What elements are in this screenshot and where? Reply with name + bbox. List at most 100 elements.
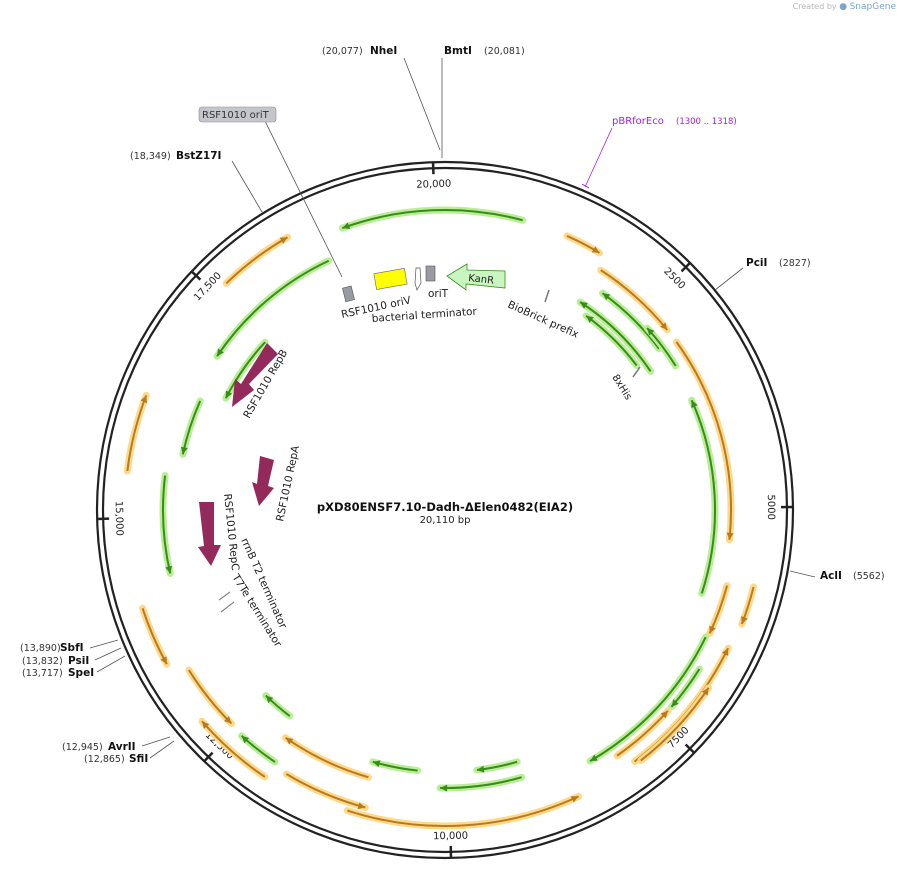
feature-arc[interactable] (162, 475, 172, 574)
repa-feature[interactable] (252, 456, 274, 506)
feature-arrowhead (165, 565, 173, 574)
feature-arc[interactable] (579, 301, 652, 372)
his8-label: 8xHis (609, 373, 633, 402)
tick-mark (190, 270, 202, 281)
feature-arrowhead (342, 222, 351, 229)
feature-arc[interactable] (347, 795, 579, 827)
rsf-oriv-feature[interactable] (373, 267, 408, 290)
repa-label: RSF1010 RepA (274, 444, 302, 523)
nhei-label[interactable]: NheI (370, 45, 397, 57)
spei-label[interactable]: SpeI (68, 667, 94, 679)
feature-arc-halo (282, 734, 372, 781)
sfii-label[interactable]: SfiI (129, 753, 148, 765)
nhei-position: (20,077) (322, 46, 363, 57)
tick-label: 20,000 (416, 179, 451, 191)
biobrick-prefix-label: BioBrick prefix (506, 299, 581, 341)
feature-arrowhead (671, 699, 679, 707)
repb-feature[interactable] (232, 343, 278, 407)
primer-range: (1300 .. 1318) (676, 117, 737, 127)
spei-position: (13,717) (22, 668, 63, 679)
feature-arrowhead (570, 796, 579, 803)
feature-arcs (123, 206, 758, 830)
feature-arc[interactable] (690, 399, 716, 594)
feature-arc[interactable] (640, 687, 710, 762)
feature-arrowhead (372, 760, 381, 768)
feature-arrowhead (660, 322, 668, 331)
t7te-terminator-feature[interactable] (220, 601, 235, 613)
backbone-outer-ring (95, 160, 795, 860)
credit-prefix: Created by (792, 2, 837, 11)
primer-label[interactable]: pBRforEco (612, 116, 664, 127)
leader-lines (89, 57, 816, 759)
feature-arc[interactable] (216, 259, 330, 357)
feature-arc-halo (222, 233, 291, 287)
pcii-label[interactable]: PciI (746, 257, 767, 269)
bacterial-terminator-feature[interactable] (425, 265, 436, 282)
rrnb-terminator-feature[interactable] (218, 591, 231, 601)
sbfi-position: (13,890) (20, 643, 61, 654)
feature-arc[interactable] (342, 209, 523, 230)
plasmid-name: pXD80ENSF7.10-Dadh-ΔElen0482(EIA2) (317, 500, 573, 514)
feature-arrowhead (285, 737, 294, 745)
psii-position: (13,832) (22, 656, 63, 667)
rsf-orit-feature[interactable] (342, 285, 355, 303)
feature-arrowhead (591, 246, 600, 253)
feature-arrowhead (160, 656, 167, 665)
feature-arrowhead (647, 327, 655, 336)
avrii-label[interactable]: AvrII (108, 741, 136, 753)
tick-mark (203, 751, 214, 763)
bstz17i-position: (18,349) (130, 151, 171, 162)
credit-brand: SnapGene (849, 2, 896, 12)
feature-arrowhead (279, 237, 288, 244)
feature-arrowhead (225, 390, 233, 399)
bstz17i-label[interactable]: BstZ17I (176, 150, 221, 162)
kanr-feature[interactable] (446, 263, 506, 291)
feature-arrowhead (357, 802, 366, 810)
sbfi-label[interactable]: SbfI (60, 642, 84, 654)
feature-arc-halo (586, 633, 710, 765)
orit-label: oriT (428, 288, 449, 300)
feature-arc[interactable] (675, 341, 732, 540)
feature-arrowhead (586, 315, 594, 323)
feature-arrowhead (721, 648, 729, 656)
repc-label: RSF1010 RepC (221, 493, 241, 571)
feature-arc-halo (123, 391, 150, 475)
feature-arrowhead (180, 446, 188, 455)
repc-feature[interactable] (198, 502, 221, 566)
snapgene-logo-icon: ● (839, 2, 848, 12)
rsf-orit-label-box[interactable] (198, 106, 277, 123)
bmti-position: (20,081) (484, 46, 525, 57)
bmti-label[interactable]: BmtI (444, 45, 472, 57)
his8-feature[interactable] (632, 366, 641, 378)
tick-mark (684, 743, 696, 754)
avrii-position: (12,945) (62, 742, 103, 753)
snapgene-credit: Created by ● SnapGene (793, 2, 896, 12)
feature-arrowhead (726, 532, 734, 540)
feature-arrowhead (440, 784, 448, 792)
tick-label: 15,000 (113, 501, 125, 536)
acli-position: (5562) (853, 571, 885, 582)
biobrick-prefix-feature[interactable] (544, 289, 550, 303)
feature-arrowhead (201, 721, 210, 729)
feature-arrowhead (602, 293, 611, 301)
kanr-label: KanR (468, 273, 495, 287)
feature-arrowhead (709, 625, 716, 634)
feature-arrowhead (241, 735, 250, 744)
feature-arrowhead (140, 395, 148, 404)
psii-label[interactable]: PsiI (68, 655, 89, 667)
feature-arrowhead (476, 765, 485, 773)
rsf-orit-label: RSF1010 oriT (202, 110, 270, 121)
feature-arrowhead (590, 754, 598, 762)
feature-arc[interactable] (589, 636, 707, 763)
plasmid-size: 20,110 bp (420, 515, 471, 526)
pcii-position: (2827) (779, 258, 811, 269)
feature-arc[interactable] (633, 647, 730, 763)
feature-arrowhead (217, 348, 224, 357)
feature-arrowhead (265, 695, 274, 703)
tick-label: 10,000 (433, 831, 468, 843)
orit-feature[interactable] (414, 267, 422, 291)
feature-arrowhead (660, 710, 668, 719)
feature-arc-halo (282, 770, 369, 812)
acli-label[interactable]: AclI (820, 570, 842, 582)
